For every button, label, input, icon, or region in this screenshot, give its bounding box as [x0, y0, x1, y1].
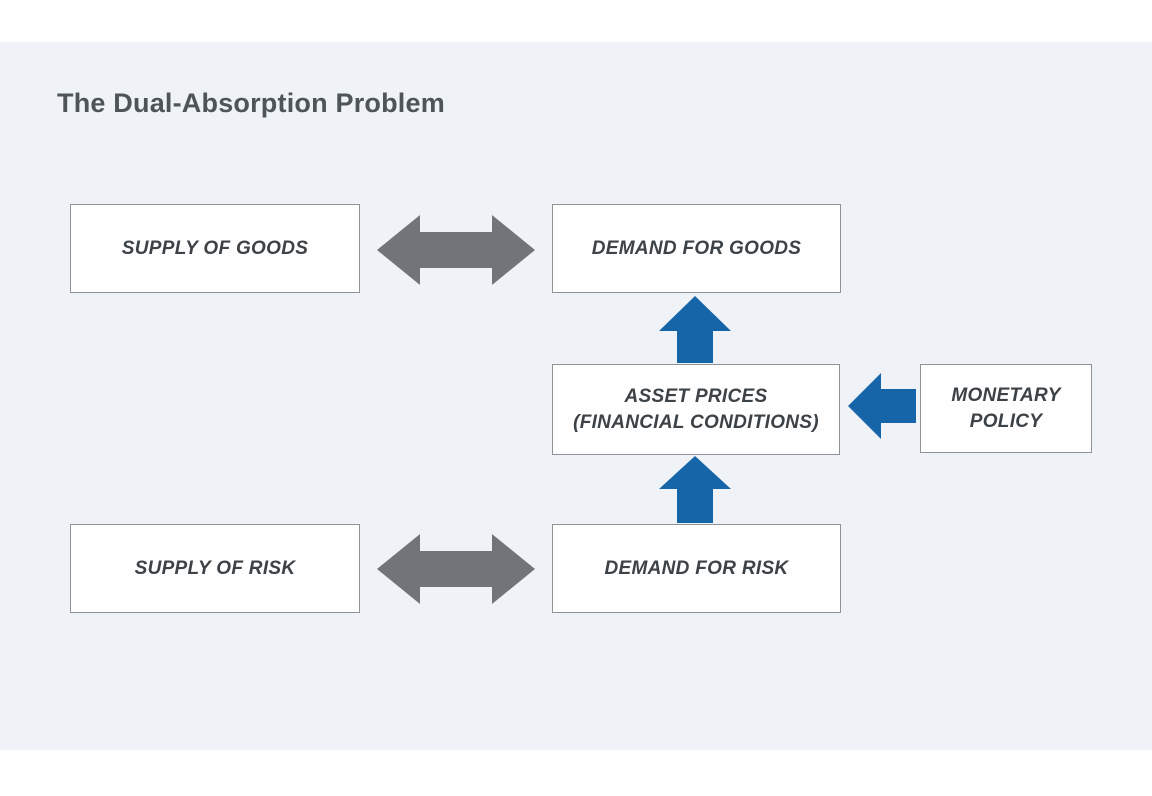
supply-of-risk-label: SUPPLY OF RISK: [134, 557, 296, 579]
asset-prices-label-line1: ASSET PRICES: [624, 386, 768, 408]
supply-of-goods-box: SUPPLY OF GOODS: [70, 204, 360, 293]
monetary-policy-label-line1: MONETARY: [951, 385, 1061, 407]
supply-of-goods-label: SUPPLY OF GOODS: [121, 237, 309, 259]
monetary-policy-box: MONETARY POLICY: [920, 364, 1092, 453]
demand-for-risk-label: DEMAND FOR RISK: [604, 557, 789, 579]
demand-for-goods-box: DEMAND FOR GOODS: [552, 204, 841, 293]
page-title: The Dual-Absorption Problem: [57, 88, 445, 118]
asset-prices-box: ASSET PRICES (FINANCIAL CONDITIONS): [552, 364, 840, 455]
demand-for-goods-label: DEMAND FOR GOODS: [591, 237, 802, 259]
demand-for-risk-box: DEMAND FOR RISK: [552, 524, 841, 613]
asset-prices-label-line2: (FINANCIAL CONDITIONS): [573, 411, 819, 433]
monetary-policy-label-line2: POLICY: [969, 410, 1043, 432]
supply-of-risk-box: SUPPLY OF RISK: [70, 524, 360, 613]
